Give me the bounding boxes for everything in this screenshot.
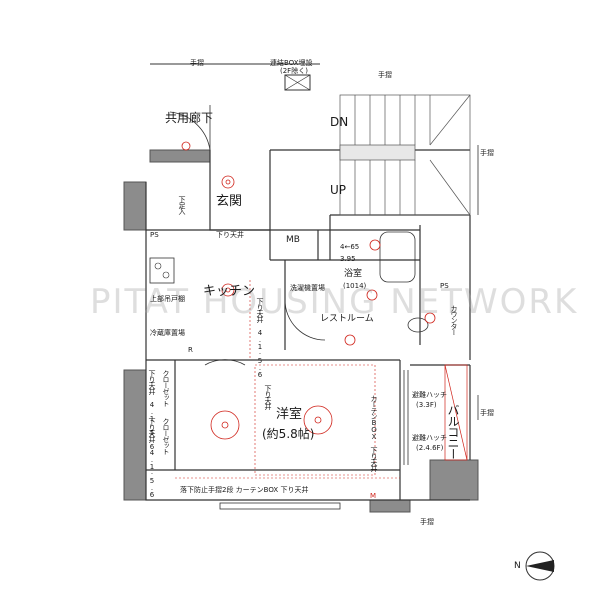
- balcony-label: バルコニー: [446, 404, 460, 459]
- handrail-label-stair: 手摺: [378, 71, 392, 79]
- bottom-note-label: 落下防止手摺2段 カーテンBOX 下り天井: [180, 486, 309, 494]
- closet-label-2: クローゼット: [162, 418, 170, 454]
- handrail-label-top: 手摺: [190, 59, 204, 67]
- kitchen-ceiling-label: 下り天井 4.1·5.6: [256, 298, 264, 378]
- r-marker: R: [188, 346, 193, 354]
- bathroom-label: 浴室: [344, 269, 363, 279]
- bath-dims-label: 4←65: [340, 243, 360, 251]
- hydrant-floor-label: (2F除く): [280, 67, 308, 75]
- bath-size-label: (1014): [343, 282, 367, 290]
- closet-shelf-label-2: 下り天井 4.1·5.6: [148, 418, 156, 498]
- kitchen-label: キッチン: [203, 284, 256, 299]
- restroom-door: [284, 299, 326, 341]
- stair-dn-label: DN: [330, 115, 349, 129]
- watermark: PITAT HOUSING NETWORK: [90, 282, 579, 322]
- room-door: [204, 359, 246, 366]
- m-marker: M: [370, 492, 377, 500]
- light-fixtures: [181, 141, 436, 440]
- entrance-label: 玄関: [216, 194, 243, 209]
- handrail-label-bottom: 手摺: [420, 518, 434, 526]
- shoe-box-label: 下足入: [178, 196, 186, 214]
- western-room-label: 洋室: [276, 407, 303, 422]
- evac-hatches: [444, 364, 468, 461]
- ps-label-left: PS: [150, 231, 159, 239]
- stove: [149, 257, 175, 284]
- fridge-area-label: 冷蔵庫置場: [150, 329, 185, 337]
- handrail-label-right: 手摺: [480, 149, 494, 157]
- restroom-label: レストルーム: [320, 314, 374, 324]
- toilet: [407, 317, 429, 333]
- closet-label-1: クローゼット: [162, 370, 170, 406]
- kitchen-upper-label: 上部吊戸棚: [150, 295, 185, 303]
- balcony-window: [219, 370, 409, 510]
- handrail-label-right2: 手摺: [480, 409, 494, 417]
- entrance-ceiling-label: 下り天井: [216, 231, 244, 239]
- stair-up-label: UP: [330, 183, 347, 197]
- mb-label: MB: [286, 235, 300, 245]
- compass-label: N: [514, 561, 521, 571]
- room-size-label: (約5.8帖): [262, 427, 315, 441]
- compass: [525, 551, 555, 581]
- bathtub: [379, 231, 416, 283]
- washer-area-label: 洗濯機置場: [290, 284, 325, 292]
- counter-label: カウンター: [450, 305, 458, 335]
- curtain-box-label: カーテンBOX 下り天井: [370, 395, 378, 471]
- hydrant-label: 連結BOX埋設: [270, 59, 313, 67]
- entrance-door: [169, 111, 211, 151]
- evac-hatch-1-label: 避難ハッチ: [412, 391, 447, 399]
- bath-dims2-label: 3.95: [340, 255, 356, 263]
- ps-label-right: PS: [440, 282, 449, 290]
- closet-shelf-label-1: 下り天井 4.1·5.6: [148, 370, 156, 450]
- shared-corridor-label: 共用廊下: [165, 111, 214, 125]
- unit-outline: [145, 149, 471, 501]
- hydrant-box: [284, 74, 311, 91]
- staircase: [339, 94, 471, 216]
- ceiling-lines: [175, 280, 400, 479]
- room-ceiling-label: 下り天井: [264, 385, 272, 409]
- evac-hatch-2-size: (2.4.6F): [416, 444, 444, 452]
- evac-hatch-2-label: 避難ハッチ: [412, 434, 447, 442]
- evac-hatch-1-size: (3.3F): [416, 401, 437, 409]
